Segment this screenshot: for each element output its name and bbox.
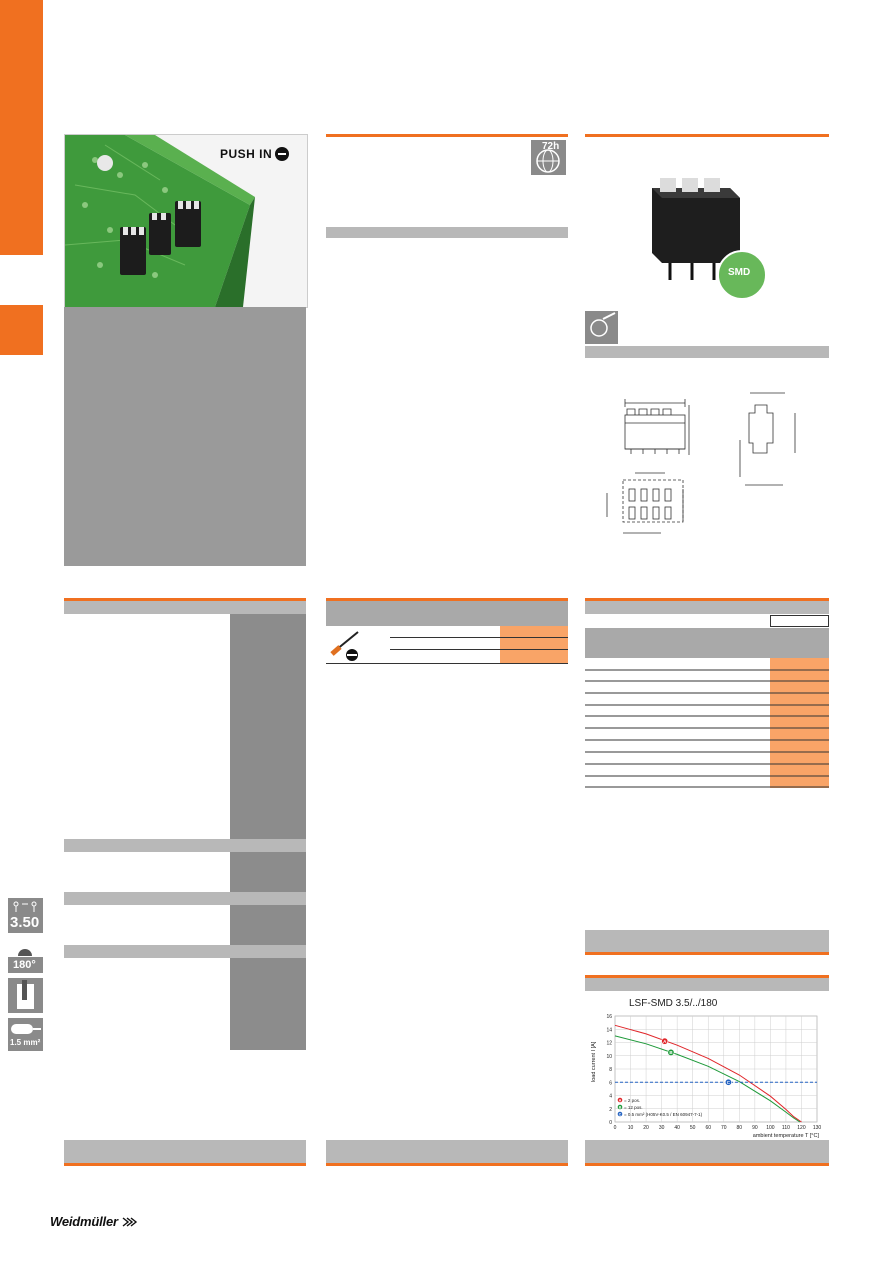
- screwdriver-icon: [328, 628, 364, 664]
- section-band: [585, 601, 829, 614]
- section-band: [585, 978, 829, 991]
- x-tick-label: 80: [737, 1125, 743, 1131]
- push-in-logo-icon: PUSH IN: [220, 143, 290, 165]
- series-marker-b: [667, 1048, 675, 1056]
- series-marker-label: C: [727, 1080, 731, 1085]
- x-tick-label: 110: [782, 1125, 790, 1131]
- section-band: [585, 346, 829, 358]
- legend-marker-c: [617, 1111, 623, 1117]
- x-tick-label: 40: [674, 1125, 680, 1131]
- legend-marker-label: B: [619, 1106, 622, 1110]
- legend-entry: = 12 pos.: [624, 1105, 643, 1110]
- spec-values-block: [230, 958, 306, 1050]
- ordering-rows: [585, 658, 829, 788]
- table-divider: [390, 649, 568, 650]
- y-tick-label: 2: [609, 1107, 612, 1113]
- brand-logo-icon: [122, 1216, 137, 1227]
- section-rule: [585, 598, 829, 601]
- edge-bar-tab: [0, 305, 43, 355]
- section-rule: [585, 952, 829, 955]
- x-tick-label: 20: [643, 1125, 649, 1131]
- footer-band: [326, 1140, 568, 1163]
- x-tick-label: 50: [690, 1125, 696, 1131]
- table-cell: [500, 626, 568, 637]
- series-marker-label: B: [669, 1050, 673, 1055]
- series-marker-a: [661, 1037, 669, 1045]
- wire-connection-icon: [8, 978, 43, 1013]
- smd-icon: SMD: [717, 250, 767, 300]
- product-photo: PUSH IN: [64, 134, 308, 308]
- angle-icon: 180°: [8, 940, 43, 973]
- legend-entry: = 2 pos.: [624, 1098, 640, 1103]
- x-tick-label: 10: [628, 1125, 634, 1131]
- orange-column: [770, 658, 829, 788]
- y-tick-label: 10: [606, 1054, 612, 1060]
- section-rule: [585, 134, 829, 137]
- section-rule: [326, 134, 568, 137]
- section-band: [64, 892, 306, 905]
- table-divider: [390, 637, 568, 638]
- chart-canvas: LSF-SMD 3.5/../180 load current I [A] am…: [591, 998, 822, 1139]
- 72h-globe-icon: 72h: [531, 140, 566, 175]
- note-band: [585, 930, 829, 952]
- section-rule: [585, 975, 829, 978]
- brand-logo: Weidmüller: [50, 1214, 138, 1229]
- y-tick-label: 6: [609, 1080, 612, 1086]
- table-header-band: [585, 628, 829, 658]
- x-tick-label: 0: [614, 1125, 617, 1131]
- table-header-band: [326, 601, 568, 626]
- section-band: [64, 945, 306, 958]
- product-image: SMD: [640, 168, 780, 308]
- y-tick-label: 0: [609, 1120, 612, 1126]
- series-line-b: [614, 1035, 801, 1123]
- table-cell: [500, 638, 568, 649]
- x-tick-label: 130: [813, 1125, 822, 1131]
- footer-band: [585, 1140, 829, 1163]
- footer-band: [64, 1140, 306, 1163]
- y-tick-label: 8: [609, 1067, 612, 1073]
- spec-values-block: [230, 905, 306, 945]
- x-tick-label: 70: [721, 1125, 727, 1131]
- dimension-drawing: [595, 385, 825, 545]
- x-tick-label: 90: [752, 1125, 758, 1131]
- section-rule: [326, 598, 568, 601]
- y-tick-label: 12: [606, 1041, 612, 1047]
- section-band: [326, 227, 568, 238]
- legend-marker-label: C: [619, 1113, 622, 1117]
- spec-values-block: [230, 852, 306, 892]
- x-tick-label: 120: [797, 1125, 806, 1131]
- section-rule: [326, 1163, 568, 1166]
- section-band: [64, 601, 306, 614]
- tool-icon: [585, 311, 618, 344]
- y-tick-label: 16: [606, 1014, 612, 1020]
- chart-title: LSF-SMD 3.5/../180: [629, 998, 718, 1009]
- section-band: [64, 839, 306, 852]
- table-divider: [326, 663, 568, 664]
- edge-bar-top: [0, 0, 43, 255]
- chart-xlabel: ambient temperature T [°C]: [753, 1133, 820, 1138]
- y-tick-label: 14: [606, 1027, 612, 1033]
- y-tick-label: 4: [609, 1094, 612, 1100]
- table-cell: [500, 650, 568, 663]
- section-rule: [64, 1163, 306, 1166]
- product-description-panel: [64, 307, 306, 566]
- pitch-icon: 3.50: [8, 898, 43, 933]
- derating-chart: LSF-SMD 3.5/../180 load current I [A] am…: [585, 992, 829, 1139]
- section-rule: [585, 1163, 829, 1166]
- x-tick-label: 100: [766, 1125, 775, 1131]
- legend-marker-label: A: [619, 1099, 622, 1103]
- legend-entry: = 0.5 mm² (H05V-K0.5 / EN 60947-7-1): [624, 1112, 703, 1117]
- legend-marker-b: [617, 1104, 623, 1110]
- x-tick-label: 30: [659, 1125, 665, 1131]
- legend-marker-a: [617, 1097, 623, 1103]
- chart-ylabel: load current I [A]: [591, 1041, 597, 1082]
- series-marker-label: A: [663, 1039, 667, 1044]
- wire-icon: 1.5 mm²: [8, 1018, 43, 1051]
- selection-box[interactable]: [770, 615, 829, 627]
- series-marker-c: [724, 1078, 732, 1086]
- x-tick-label: 60: [705, 1125, 711, 1131]
- section-rule: [64, 598, 306, 601]
- series-line-a: [614, 1024, 802, 1123]
- spec-values-block: [230, 614, 306, 839]
